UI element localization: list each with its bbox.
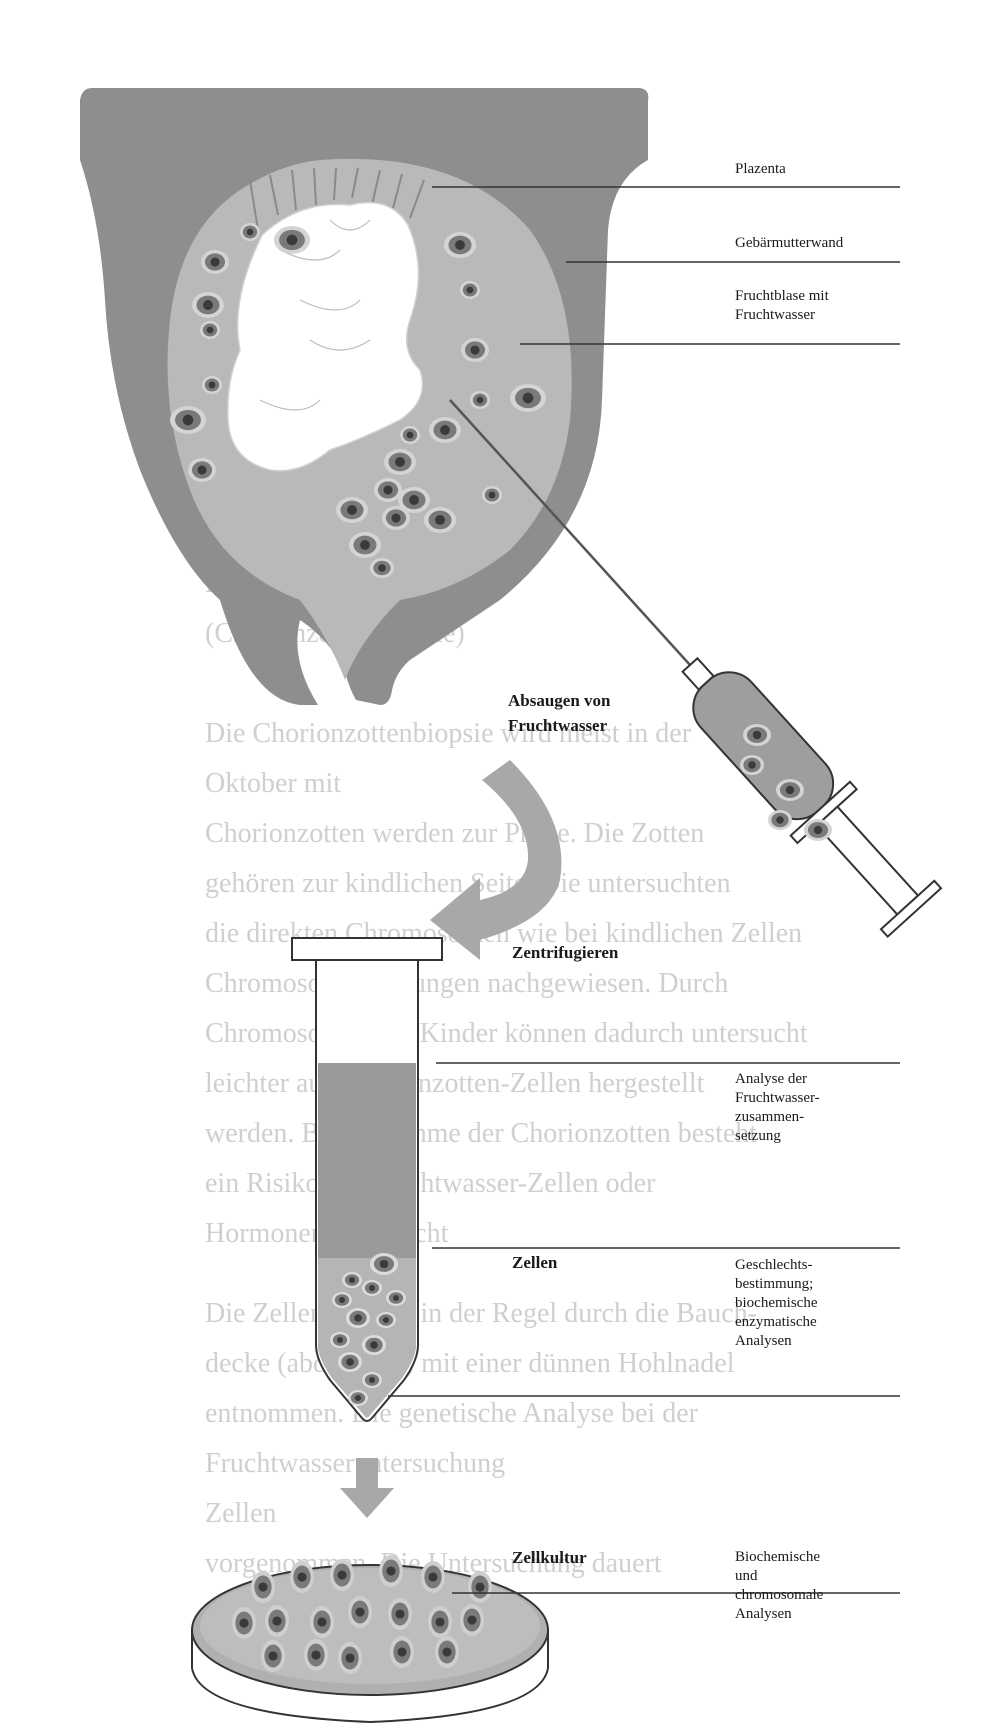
cell (362, 1335, 386, 1355)
cell (274, 226, 310, 254)
label-geschlecht-line-2: bestimmung; (735, 1275, 817, 1294)
cell (261, 1640, 285, 1672)
cell (424, 507, 456, 533)
cell (342, 1272, 362, 1288)
cell (482, 486, 502, 504)
cell (336, 497, 368, 523)
label-absaugen-line-1: Absaugen von (508, 688, 611, 713)
cell (202, 376, 222, 394)
cell (370, 558, 394, 578)
cell (362, 1372, 382, 1388)
cell (251, 1571, 275, 1603)
cell (388, 1598, 412, 1630)
label-zellkultur: Zellkultur (512, 1545, 587, 1570)
cell (382, 506, 410, 530)
label-analyse-line-3: zusammen- (735, 1108, 820, 1127)
cell (384, 449, 416, 475)
cell (188, 458, 216, 482)
label-zentrifugieren: Zentrifugieren (512, 940, 618, 965)
cell (192, 292, 224, 318)
cell (232, 1607, 256, 1639)
label-biochemisch-line-2: und (735, 1567, 823, 1586)
cell (338, 1642, 362, 1674)
label-zentrifugieren-text: Zentrifugieren (512, 940, 618, 965)
label-fruchtblase-line-2: Fruchtwasser (735, 306, 829, 325)
label-plazenta-text: Plazenta (735, 160, 786, 179)
cell (804, 819, 832, 841)
label-absaugen: Absaugen von Fruchtwasser (508, 688, 611, 738)
cell (265, 1605, 289, 1637)
cell (362, 1280, 382, 1296)
cell (330, 1332, 350, 1348)
cell (740, 755, 764, 775)
cell (332, 1292, 352, 1308)
cell (428, 1606, 452, 1638)
cell (444, 232, 476, 258)
cell (768, 810, 792, 830)
cell (349, 532, 381, 558)
label-biochemisch: Biochemische und chromosomale Analysen (735, 1548, 823, 1624)
cell (460, 1604, 484, 1636)
label-plazenta: Plazenta (735, 160, 786, 179)
cell (379, 1555, 403, 1587)
label-geschlecht-line-4: enzymatische (735, 1313, 817, 1332)
cell (290, 1561, 314, 1593)
cell (386, 1290, 406, 1306)
cell (240, 223, 260, 241)
cell (348, 1390, 368, 1406)
label-biochemisch-line-1: Biochemische (735, 1548, 823, 1567)
cell (376, 1312, 396, 1328)
label-analyse-line-1: Analyse der (735, 1070, 820, 1089)
label-geschlecht-line-5: Analysen (735, 1332, 817, 1351)
cell (374, 478, 402, 502)
cell (370, 1253, 398, 1275)
cell (743, 724, 771, 746)
label-zellen: Zellen (512, 1250, 557, 1275)
label-geschlecht-line-3: biochemische (735, 1294, 817, 1313)
cell (400, 426, 420, 444)
label-zellkultur-text: Zellkultur (512, 1545, 587, 1570)
cell (201, 250, 229, 274)
label-geschlecht: Geschlechts- bestimmung; biochemische en… (735, 1256, 817, 1351)
label-absaugen-line-2: Fruchtwasser (508, 713, 611, 738)
label-geschlecht-line-1: Geschlechts- (735, 1256, 817, 1275)
cell (421, 1561, 445, 1593)
cell (200, 321, 220, 339)
label-gebaermutterwand: Gebärmutterwand (735, 234, 843, 253)
cell (310, 1606, 334, 1638)
transfer-arrow (430, 760, 561, 960)
label-analyse-fruchtwasser: Analyse der Fruchtwasser- zusammen- setz… (735, 1070, 820, 1146)
cell (468, 1571, 492, 1603)
cell (429, 417, 461, 443)
cell (348, 1596, 372, 1628)
label-biochemisch-line-3: chromosomale (735, 1586, 823, 1605)
cell (510, 384, 546, 412)
cell (470, 391, 490, 409)
down-arrow (340, 1458, 394, 1518)
cell (461, 338, 489, 362)
label-biochemisch-line-4: Analysen (735, 1605, 823, 1624)
label-zellen-text: Zellen (512, 1250, 557, 1275)
cell (330, 1559, 354, 1591)
label-fruchtblase: Fruchtblase mit Fruchtwasser (735, 287, 829, 325)
cell (460, 281, 480, 299)
cell (390, 1636, 414, 1668)
cell (304, 1639, 328, 1671)
label-fruchtblase-line-1: Fruchtblase mit (735, 287, 829, 306)
cell (346, 1308, 370, 1328)
cell (338, 1352, 362, 1372)
cell (170, 406, 206, 434)
petri-dish (192, 1565, 548, 1722)
cell (776, 779, 804, 801)
label-gebaermutterwand-text: Gebärmutterwand (735, 234, 843, 253)
label-analyse-line-4: setzung (735, 1127, 820, 1146)
cell (435, 1636, 459, 1668)
label-analyse-line-2: Fruchtwasser- (735, 1089, 820, 1108)
